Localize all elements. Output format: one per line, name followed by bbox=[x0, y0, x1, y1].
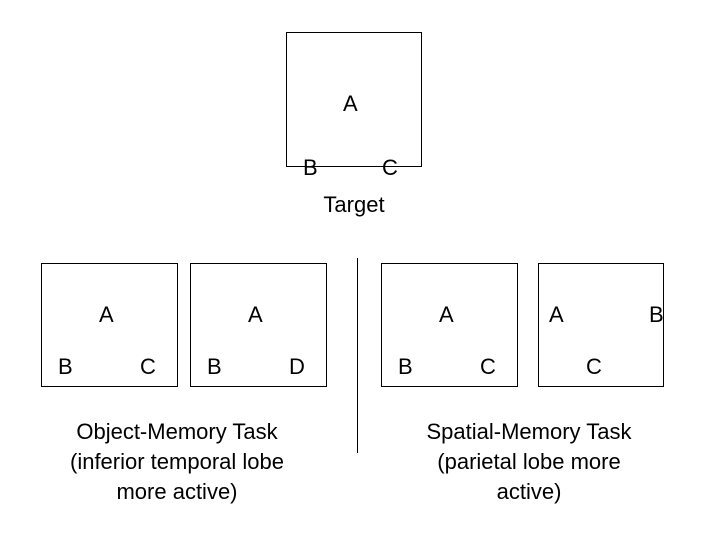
object-memory-box-1-letter-b: B bbox=[58, 354, 73, 379]
spatial-memory-box-2: A B C bbox=[538, 263, 664, 387]
object-memory-box-2-letter-a: A bbox=[248, 302, 263, 327]
object-memory-caption: Object-Memory Task (inferior temporal lo… bbox=[22, 417, 332, 507]
spatial-memory-caption: Spatial-Memory Task (parietal lobe more … bbox=[379, 417, 679, 507]
spatial-memory-caption-line-1: Spatial-Memory Task bbox=[426, 419, 632, 444]
spatial-memory-box-2-letter-c: C bbox=[586, 354, 602, 379]
target-stimulus-box: A B C bbox=[286, 32, 422, 179]
spatial-memory-caption-line-2: (parietal lobe more bbox=[437, 449, 621, 474]
target-letter-b: B bbox=[303, 155, 318, 180]
spatial-memory-box-2-letter-b: B bbox=[649, 302, 664, 327]
object-memory-box-2-letter-b: B bbox=[207, 354, 222, 379]
target-letter-c: C bbox=[382, 155, 398, 180]
object-memory-box-1: A B C bbox=[41, 263, 178, 387]
target-caption: Target bbox=[323, 192, 385, 217]
object-memory-caption-line-2: (inferior temporal lobe bbox=[70, 449, 284, 474]
object-memory-box-1-letter-a: A bbox=[99, 302, 114, 327]
spatial-memory-box-1-letter-c: C bbox=[480, 354, 496, 379]
target-letter-a: A bbox=[343, 91, 358, 116]
spatial-memory-caption-line-3: active) bbox=[496, 479, 562, 504]
spatial-memory-box-1-letter-b: B bbox=[398, 354, 413, 379]
object-memory-box-2: A B D bbox=[190, 263, 327, 387]
spatial-memory-box-1: A B C bbox=[381, 263, 518, 387]
object-memory-box-2-letter-d: D bbox=[289, 354, 305, 379]
spatial-memory-box-2-letter-a: A bbox=[549, 302, 564, 327]
object-memory-box-1-letter-c: C bbox=[140, 354, 156, 379]
object-memory-caption-line-3: more active) bbox=[116, 479, 238, 504]
object-memory-caption-line-1: Object-Memory Task bbox=[76, 419, 278, 444]
vertical-divider bbox=[357, 258, 358, 453]
spatial-memory-box-1-letter-a: A bbox=[439, 302, 454, 327]
